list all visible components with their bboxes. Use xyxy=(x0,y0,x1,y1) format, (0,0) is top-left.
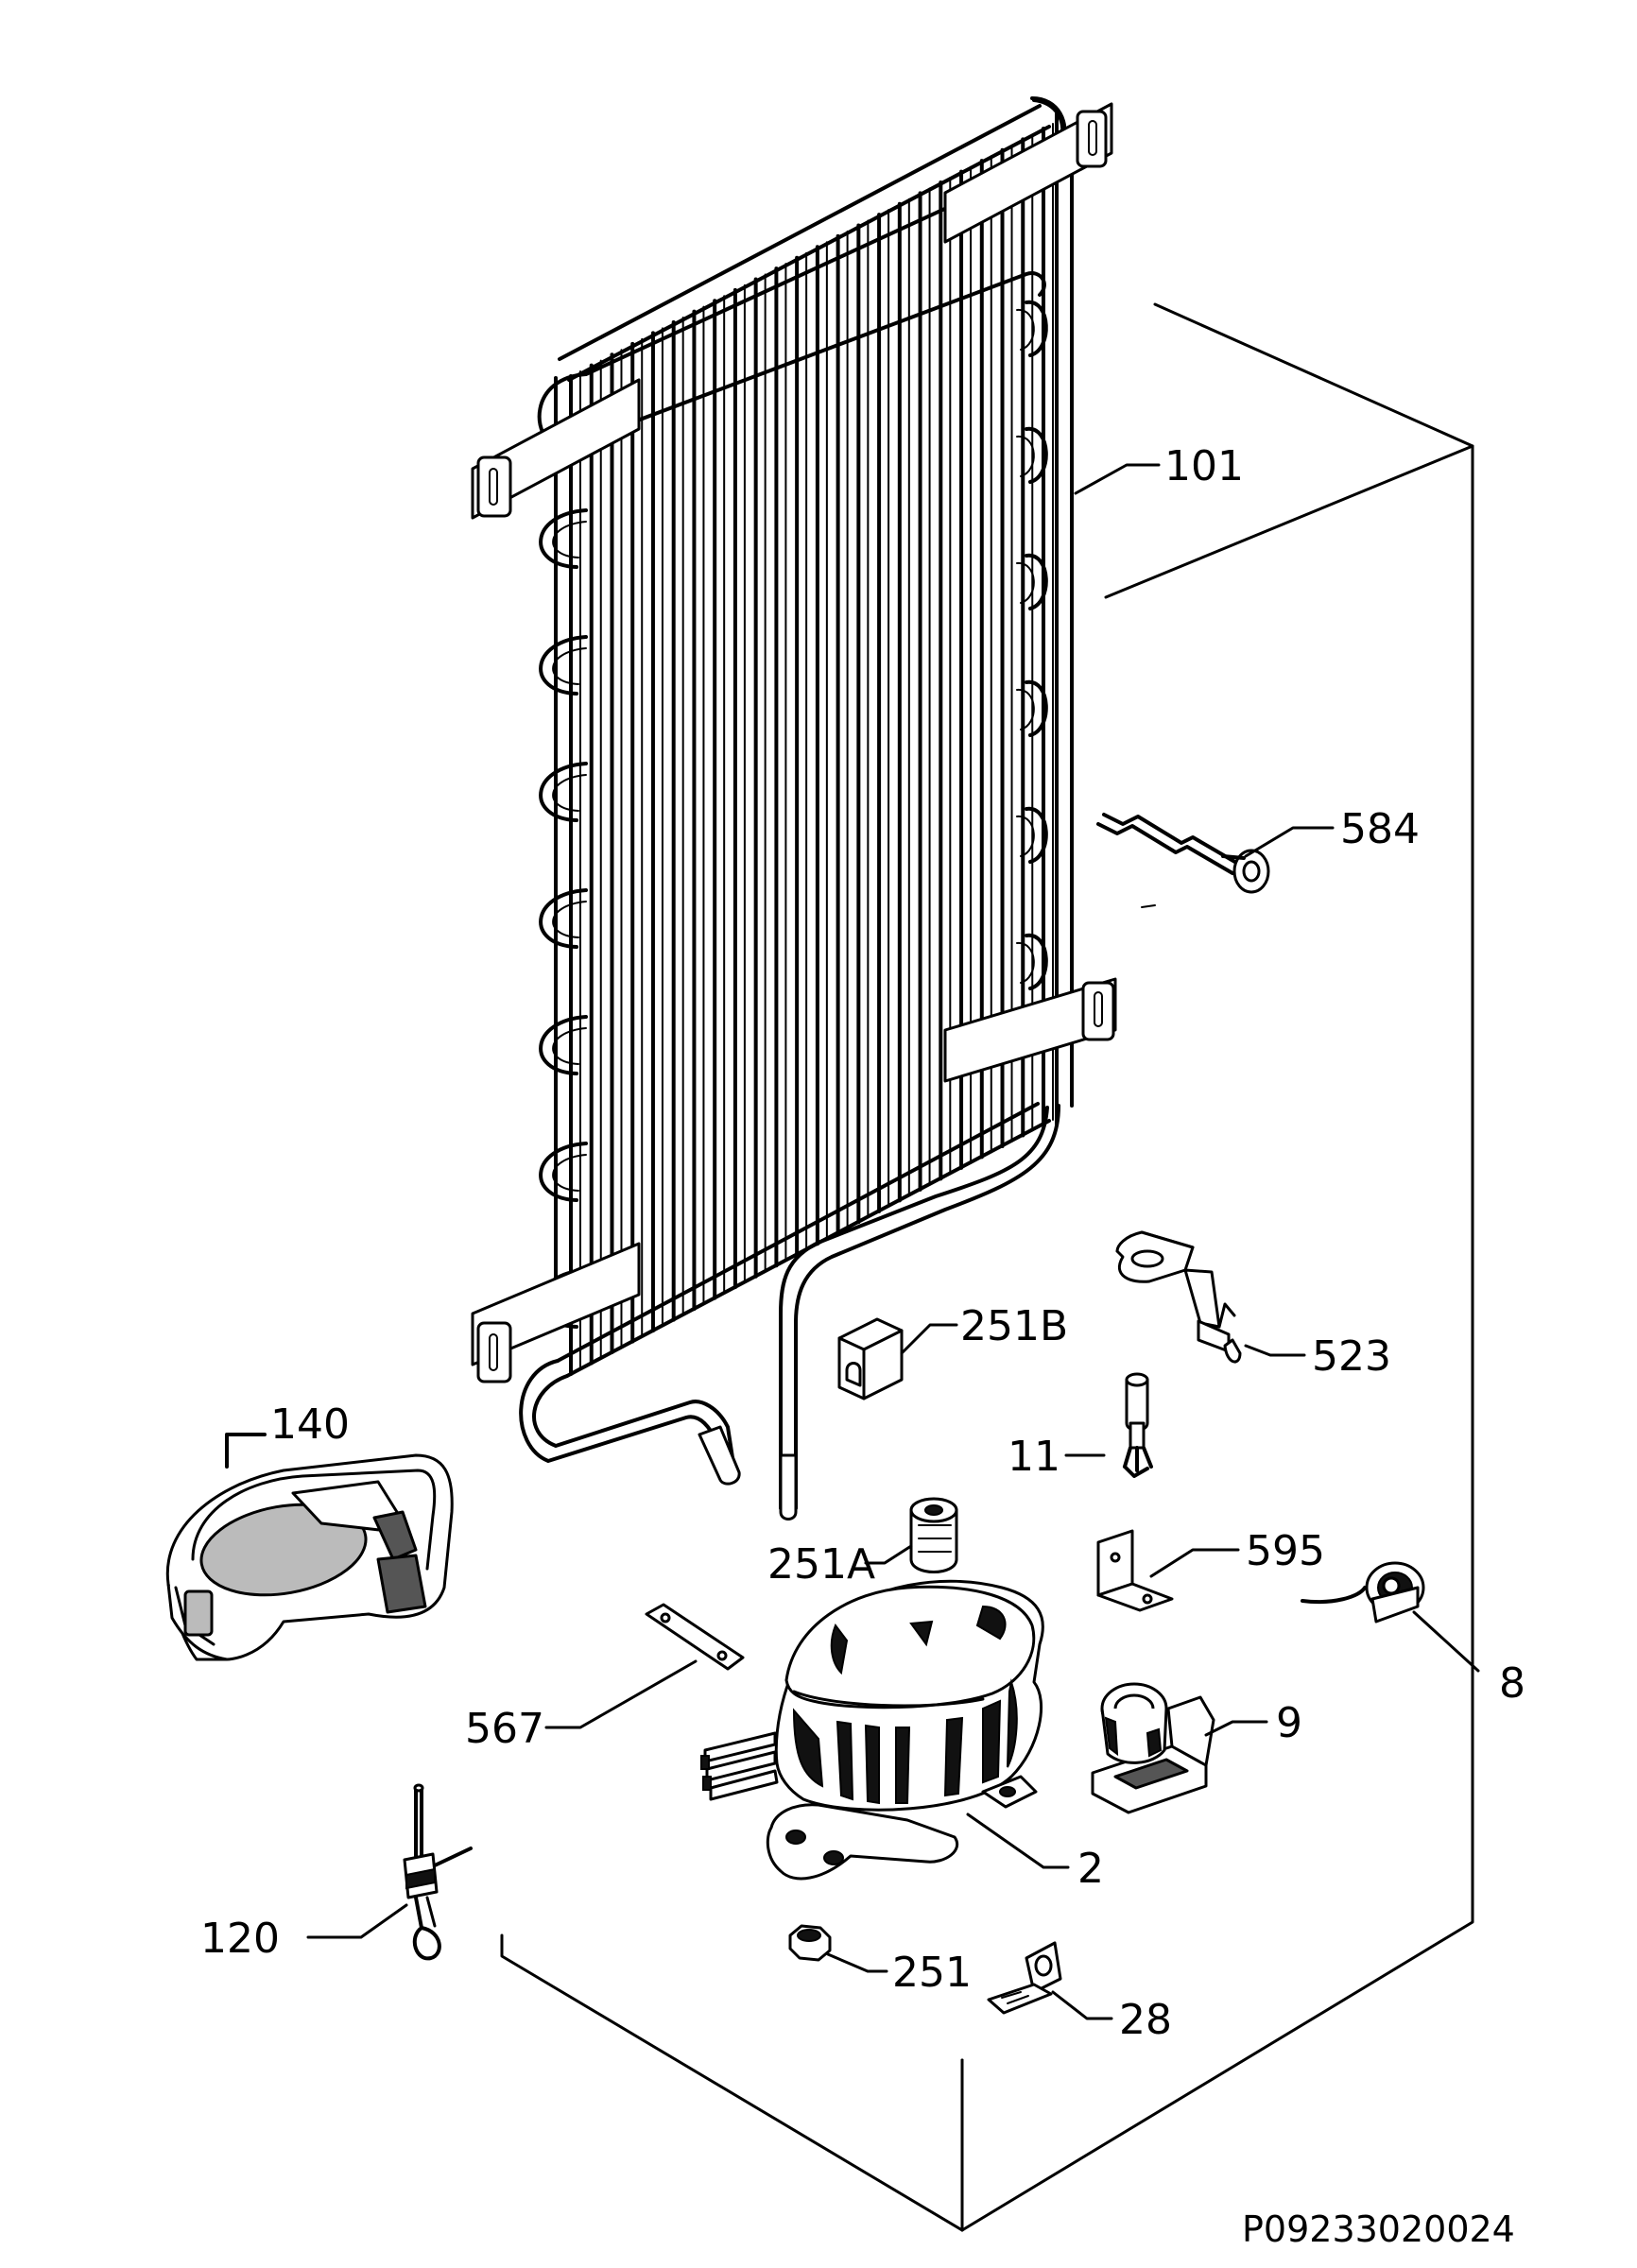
callout-120: 120 xyxy=(200,1915,280,1963)
callout-11: 11 xyxy=(1008,1433,1060,1481)
part-140-drip-tray xyxy=(165,1433,454,1661)
condenser-bracket-top-right xyxy=(943,102,1113,244)
part-251-nut xyxy=(788,1924,832,1962)
callout-584: 584 xyxy=(1340,805,1420,853)
drawing-code: P09233020024 xyxy=(1242,2208,1515,2250)
callout-28: 28 xyxy=(1119,1996,1172,2044)
part-120-fitting xyxy=(403,1783,473,1961)
part-8-overload xyxy=(1301,1561,1425,1624)
condenser xyxy=(471,96,1117,1521)
callout-140: 140 xyxy=(270,1400,350,1449)
callout-595: 595 xyxy=(1246,1527,1325,1575)
callout-251A: 251A xyxy=(767,1540,875,1589)
callout-8: 8 xyxy=(1499,1659,1525,1708)
callout-2: 2 xyxy=(1077,1845,1104,1893)
part-9-starter xyxy=(1091,1682,1215,1814)
callout-251B: 251B xyxy=(960,1302,1068,1350)
condenser-wires xyxy=(569,123,1054,1376)
part-251B-block xyxy=(837,1317,904,1400)
cabinet-outline xyxy=(500,302,1474,2232)
condenser-bracket-bottom-right xyxy=(943,977,1117,1083)
part-11-component xyxy=(1123,1372,1153,1478)
condenser-bracket-top-left xyxy=(471,378,641,520)
condenser-left-loops xyxy=(539,508,588,1329)
callout-101: 101 xyxy=(1164,442,1244,490)
part-2-compressor xyxy=(700,1579,1044,1881)
part-28-clip xyxy=(987,1941,1062,2015)
part-523-bracket xyxy=(1115,1230,1242,1364)
callout-9: 9 xyxy=(1276,1699,1302,1747)
part-595-angle-bracket xyxy=(1096,1529,1174,1612)
callout-567: 567 xyxy=(465,1705,544,1753)
part-251A-grommet xyxy=(909,1497,958,1573)
leader-lines xyxy=(306,463,1480,2020)
callout-labels: 101 584 251B 523 140 11 251A 595 8 567 9… xyxy=(200,442,1525,2250)
condenser-bracket-bottom-left xyxy=(471,1242,641,1383)
callout-251: 251 xyxy=(892,1949,972,1997)
part-567-plate xyxy=(645,1603,745,1671)
callout-523: 523 xyxy=(1312,1332,1391,1381)
part-584-probe xyxy=(1096,813,1270,894)
